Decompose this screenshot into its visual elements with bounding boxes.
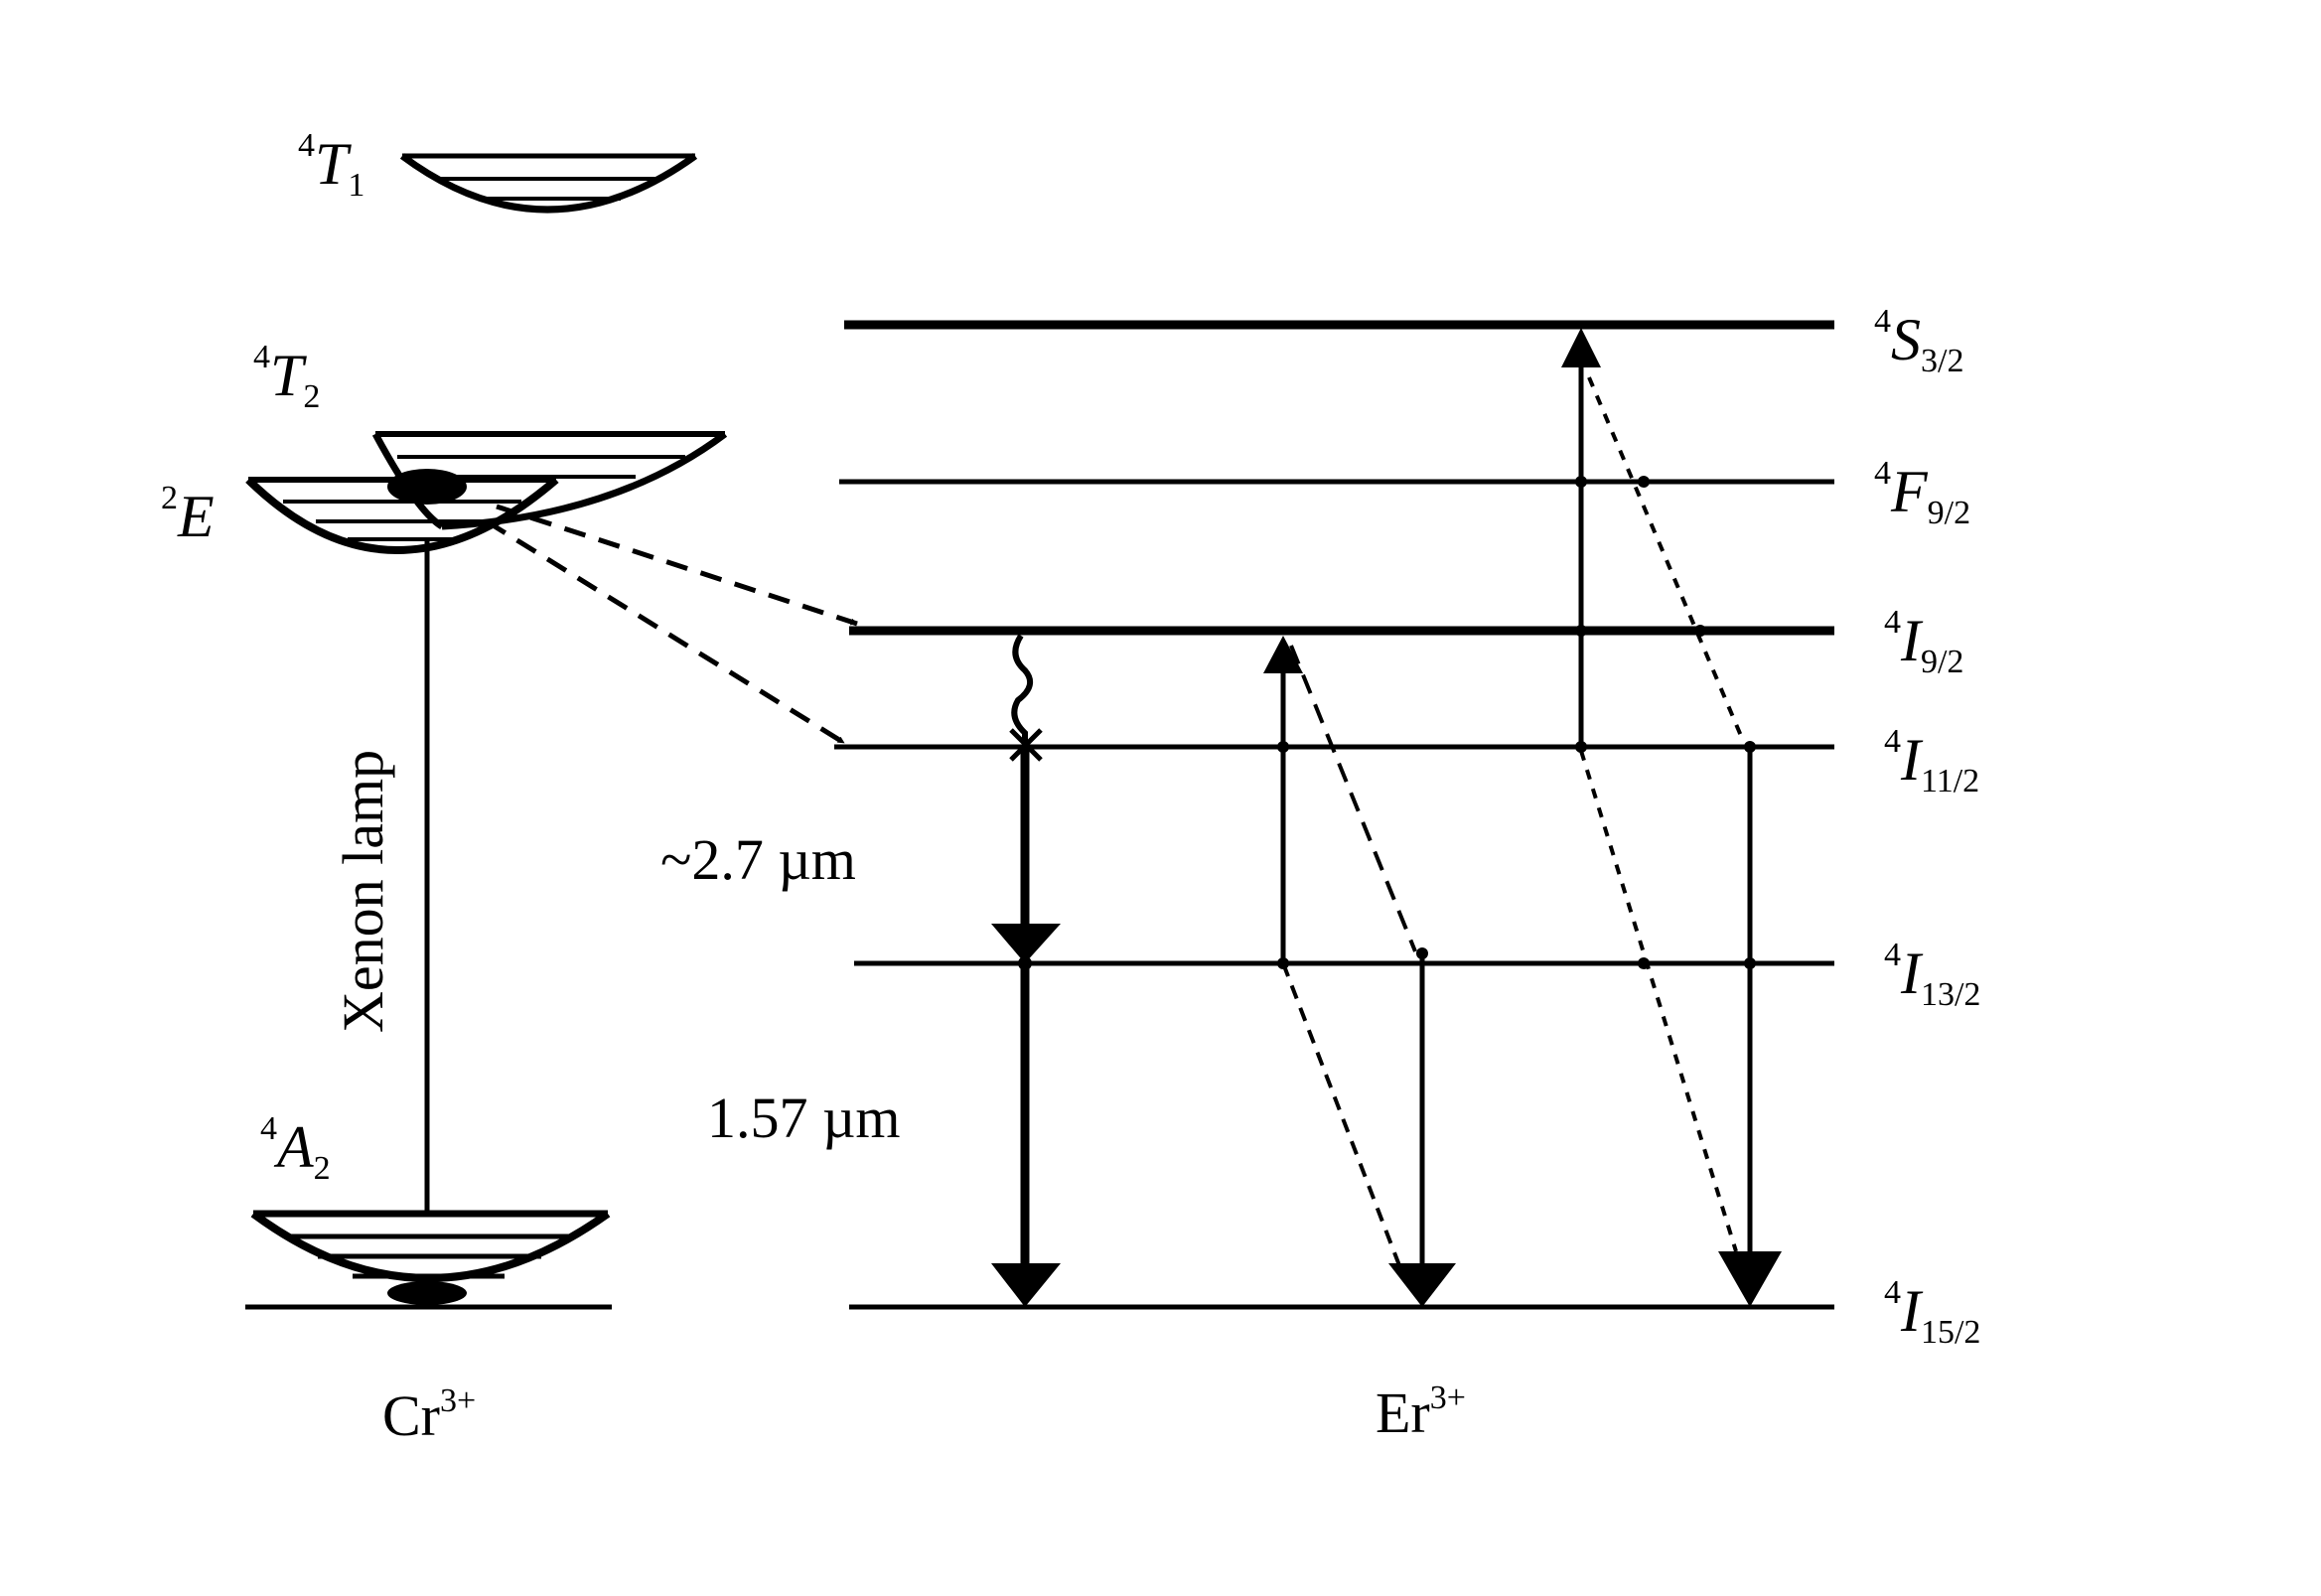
label-4I13-2: 4I13/2 bbox=[1884, 937, 1980, 1013]
label-xenon-lamp: Xenon lamp bbox=[331, 750, 395, 1033]
label-4T1: 4T1 bbox=[298, 127, 364, 204]
label-4I11-2: 4I11/2 bbox=[1884, 723, 1979, 799]
transfer-arrow-to-4I9-2 bbox=[496, 504, 858, 627]
relax-arrow-head-4I15-a bbox=[1388, 1263, 1456, 1307]
cr-ground-blob bbox=[387, 1281, 467, 1305]
cross-relax-dotted-2b bbox=[1579, 750, 1738, 1252]
label-er-ion: Er3+ bbox=[1376, 1379, 1466, 1445]
cr-level-4T1-band bbox=[399, 153, 698, 214]
cross-relax-dashed-1a bbox=[1289, 645, 1417, 952]
cross-relax-dotted-2a bbox=[1587, 376, 1746, 744]
cr-level-4A2-band bbox=[250, 1210, 611, 1282]
label-1-57um: 1.57 µm bbox=[707, 1086, 901, 1150]
label-4A2: 4A2 bbox=[260, 1110, 331, 1187]
label-cr-ion: Cr3+ bbox=[382, 1382, 476, 1448]
relax-arrow-head-4I15-b bbox=[1718, 1251, 1782, 1307]
label-4T2: 4T2 bbox=[253, 339, 320, 415]
label-4I9-2: 4I9/2 bbox=[1884, 604, 1963, 680]
label-2E: 2E bbox=[161, 480, 215, 549]
intersection-dots bbox=[1018, 476, 1756, 970]
label-4F9-2: 4F9/2 bbox=[1874, 455, 1970, 531]
emission-2-7um-head bbox=[991, 924, 1061, 963]
label-4S3-2: 4S3/2 bbox=[1874, 303, 1963, 379]
transfer-arrow-to-4I11-2 bbox=[485, 518, 846, 746]
cross-relax-dashed-1b bbox=[1281, 962, 1404, 1274]
nonradiative-decay-wavy bbox=[1011, 634, 1034, 747]
label-2-7um: ~2.7 µm bbox=[660, 827, 856, 892]
esa-arrow-head-4S3 bbox=[1561, 328, 1601, 367]
nonradiative-cross-mark bbox=[1009, 728, 1043, 762]
esa-arrow-head-4I9 bbox=[1263, 636, 1303, 673]
cr-level-overlap-blob bbox=[387, 469, 467, 505]
label-4I15-2: 4I15/2 bbox=[1884, 1274, 1980, 1351]
emission-1-57um-head bbox=[991, 1263, 1061, 1307]
